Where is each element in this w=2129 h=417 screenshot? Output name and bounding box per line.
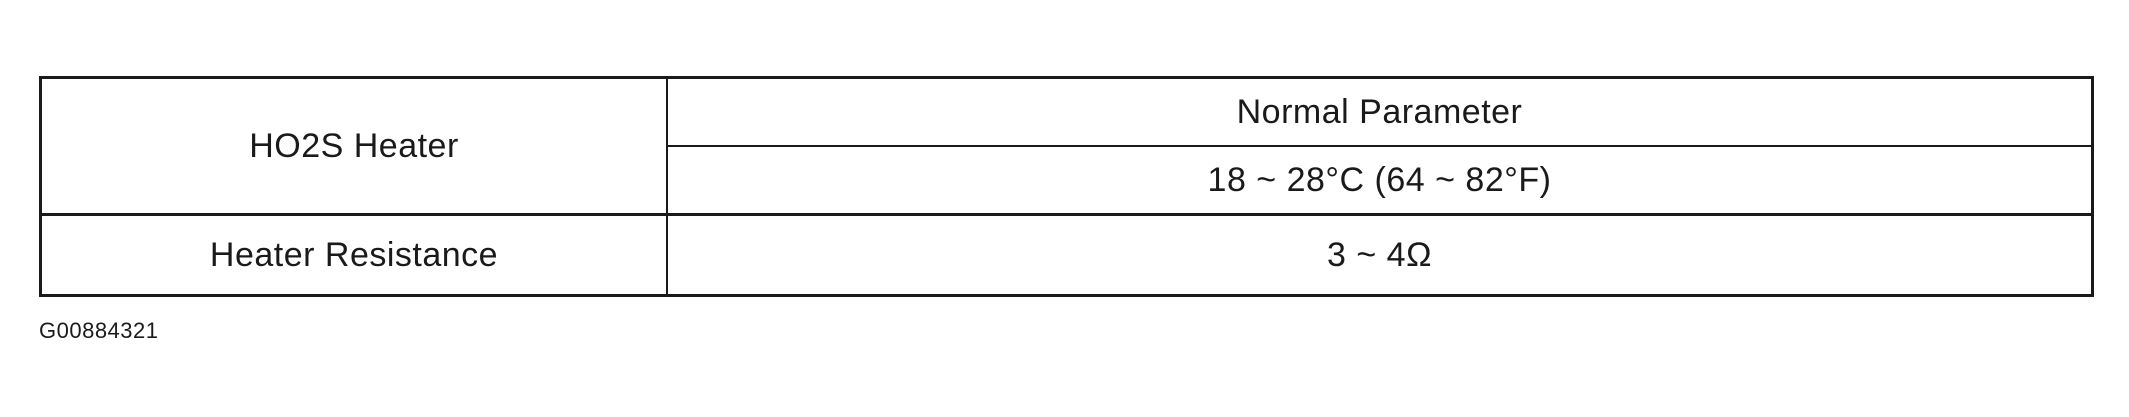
column-divider xyxy=(666,79,668,294)
row-divider xyxy=(42,213,2091,216)
parameter-header-cell: Normal Parameter xyxy=(668,79,2091,145)
component-label: HO2S Heater xyxy=(249,126,459,165)
component-label-cell: HO2S Heater xyxy=(42,79,666,213)
temperature-range-cell: 18 ~ 28°C (64 ~ 82°F) xyxy=(668,147,2091,213)
resistance-label-cell: Heater Resistance xyxy=(42,216,666,294)
resistance-value: 3 ~ 4Ω xyxy=(1327,235,1432,274)
resistance-label: Heater Resistance xyxy=(209,235,499,274)
temperature-range: 18 ~ 28°C (64 ~ 82°F) xyxy=(1207,160,1552,199)
spec-table: HO2S Heater Normal Parameter 18 ~ 28°C (… xyxy=(39,76,2094,297)
figure-id: G00884321 xyxy=(39,318,159,343)
parameter-header: Normal Parameter xyxy=(1236,92,1523,131)
header-divider xyxy=(668,145,2091,147)
resistance-value-cell: 3 ~ 4Ω xyxy=(668,216,2091,294)
